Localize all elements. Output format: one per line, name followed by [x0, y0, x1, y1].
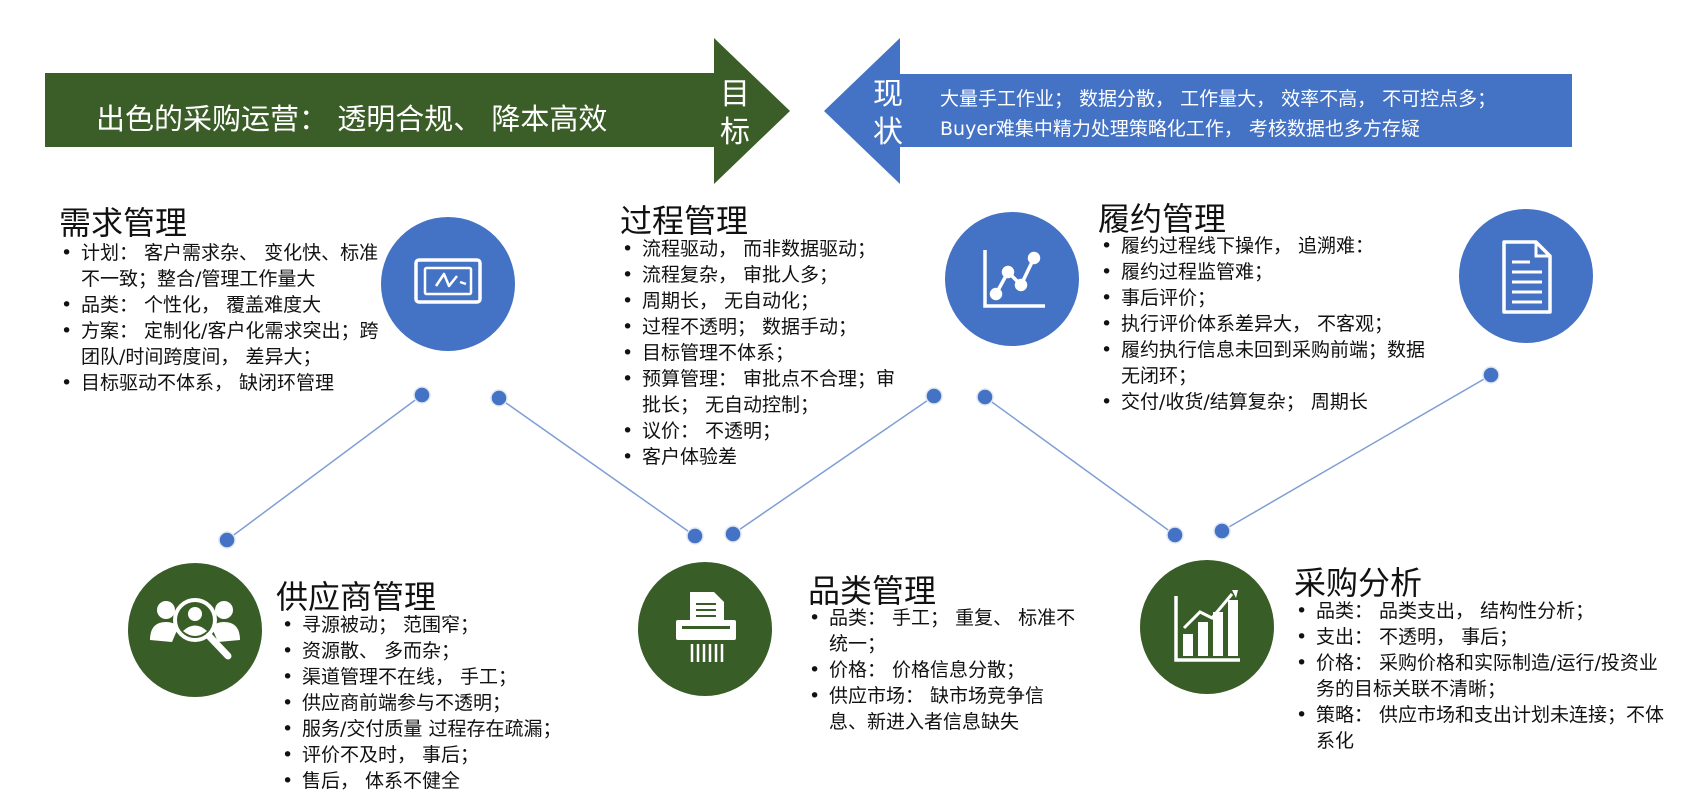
list-item: 供应商前端参与不透明； [278, 690, 608, 716]
connector-dot [686, 527, 704, 545]
whiteboard-icon [414, 258, 482, 304]
list-item: 计划： 客户需求杂、 变化快、标准不一致；整合/管理工作量大 [57, 240, 387, 292]
process-title: 过程管理 [620, 202, 749, 240]
connector-dot [1166, 526, 1184, 544]
connector-dot [976, 388, 994, 406]
list-item: 方案： 定制化/客户化需求突出；跨团队/时间跨度间， 差异大； [57, 318, 387, 370]
list-item: 履约过程监管难； [1097, 259, 1427, 285]
fulfillment-title: 履约管理 [1098, 200, 1227, 238]
connector-dot [490, 389, 508, 407]
list-item: 履约执行信息未回到采购前端；数据无闭环； [1097, 337, 1427, 389]
line-chart-icon [983, 250, 1045, 308]
shredder-icon [676, 592, 736, 662]
supplier-title: 供应商管理 [276, 578, 437, 616]
analysis-title: 采购分析 [1294, 564, 1423, 602]
category-title: 品类管理 [808, 572, 937, 610]
fulfillment-circle [945, 212, 1079, 346]
list-item: 预算管理： 审批点不合理；审批长； 无自动控制； [618, 366, 908, 418]
list-item: 品类： 个性化， 覆盖难度大 [57, 292, 387, 318]
list-item: 执行评价体系差异大， 不客观； [1097, 311, 1427, 337]
list-item: 支出： 不透明， 事后； [1292, 624, 1667, 650]
connector-line [984, 396, 1176, 536]
status-arrow-label: 现 状 [873, 77, 903, 150]
connector-line [226, 394, 423, 541]
list-item: 事后评价； [1097, 285, 1427, 311]
list-item: 品类： 手工； 重复、 标准不统一； [805, 605, 1080, 657]
list-item: 资源散、 多而杂； [278, 638, 608, 664]
supplier-list: 寻源被动； 范围窄； 资源散、 多而杂； 渠道管理不在线， 手工； 供应商前端参… [278, 612, 608, 794]
goal-banner [45, 38, 790, 184]
list-item: 过程不透明； 数据手动； [618, 314, 908, 340]
supplier-search-icon [150, 598, 240, 660]
list-item: 履约过程线下操作， 追溯难： [1097, 233, 1427, 259]
status-line-2: Buyer难集中精力处理策略化工作， 考核数据也多方存疑 [940, 118, 1420, 140]
status-line-1: 大量手工作业； 数据分散， 工作量大， 效率不高， 不可控点多； [940, 88, 1497, 110]
document-node [1459, 209, 1593, 343]
list-item: 价格： 价格信息分散； [805, 657, 1080, 683]
connector-line [1221, 374, 1492, 532]
list-item: 渠道管理不在线， 手工； [278, 664, 608, 690]
list-item: 交付/收货/结算复杂； 周期长 [1097, 389, 1427, 415]
list-item: 服务/交付质量 过程存在疏漏； [278, 716, 608, 742]
demand-title: 需求管理 [59, 204, 188, 242]
demand-node [381, 217, 515, 351]
goal-banner-text: 出色的采购运营： 透明合规、 降本高效 [96, 102, 608, 136]
list-item: 目标驱动不体系， 缺闭环管理 [57, 370, 387, 396]
connector-dot [1482, 366, 1500, 384]
demand-list: 计划： 客户需求杂、 变化快、标准不一致；整合/管理工作量大 品类： 个性化， … [57, 240, 387, 396]
list-item: 周期长， 无自动化； [618, 288, 908, 314]
connector-dots [218, 366, 1500, 549]
list-item: 品类： 品类支出， 结构性分析； [1292, 598, 1667, 624]
document-icon [1502, 240, 1552, 314]
list-item: 流程复杂， 审批人多； [618, 262, 908, 288]
connector-dot [1213, 522, 1231, 540]
list-item: 价格： 采购价格和实际制造/运行/投资业务的目标关联不清晰； [1292, 650, 1667, 702]
supplier-node [128, 563, 262, 697]
list-item: 供应市场： 缺市场竞争信息、新进入者信息缺失 [805, 683, 1080, 735]
goal-arrow-label: 目 标 [720, 77, 750, 150]
list-item: 评价不及时， 事后； [278, 742, 608, 768]
connector-dot [218, 531, 236, 549]
connector-dot [925, 387, 943, 405]
list-item: 目标管理不体系； [618, 340, 908, 366]
category-list: 品类： 手工； 重复、 标准不统一； 价格： 价格信息分散； 供应市场： 缺市场… [805, 605, 1080, 735]
category-node [638, 562, 772, 696]
process-list: 流程驱动， 而非数据驱动； 流程复杂， 审批人多； 周期长， 无自动化； 过程不… [618, 236, 908, 470]
status-arrow [824, 38, 1572, 184]
list-item: 流程驱动， 而非数据驱动； [618, 236, 908, 262]
connector-dot [724, 525, 742, 543]
analysis-list: 品类： 品类支出， 结构性分析； 支出： 不透明， 事后； 价格： 采购价格和实… [1292, 598, 1667, 754]
fulfillment-node [945, 212, 1079, 346]
goal-arrow [45, 38, 790, 184]
list-item: 售后， 体系不健全 [278, 768, 608, 794]
status-banner [824, 38, 1572, 184]
list-item: 议价： 不透明； [618, 418, 908, 444]
list-item: 策略： 供应市场和支出计划未连接；不体系化 [1292, 702, 1667, 754]
connector-dot [413, 386, 431, 404]
bar-chart-icon [1174, 590, 1240, 662]
document-circle [1459, 209, 1593, 343]
fulfillment-list: 履约过程线下操作， 追溯难： 履约过程监管难； 事后评价； 执行评价体系差异大，… [1097, 233, 1427, 415]
list-item: 客户体验差 [618, 444, 908, 470]
list-item: 寻源被动； 范围窄； [278, 612, 608, 638]
analysis-node [1140, 560, 1274, 694]
connector-line [498, 397, 696, 537]
